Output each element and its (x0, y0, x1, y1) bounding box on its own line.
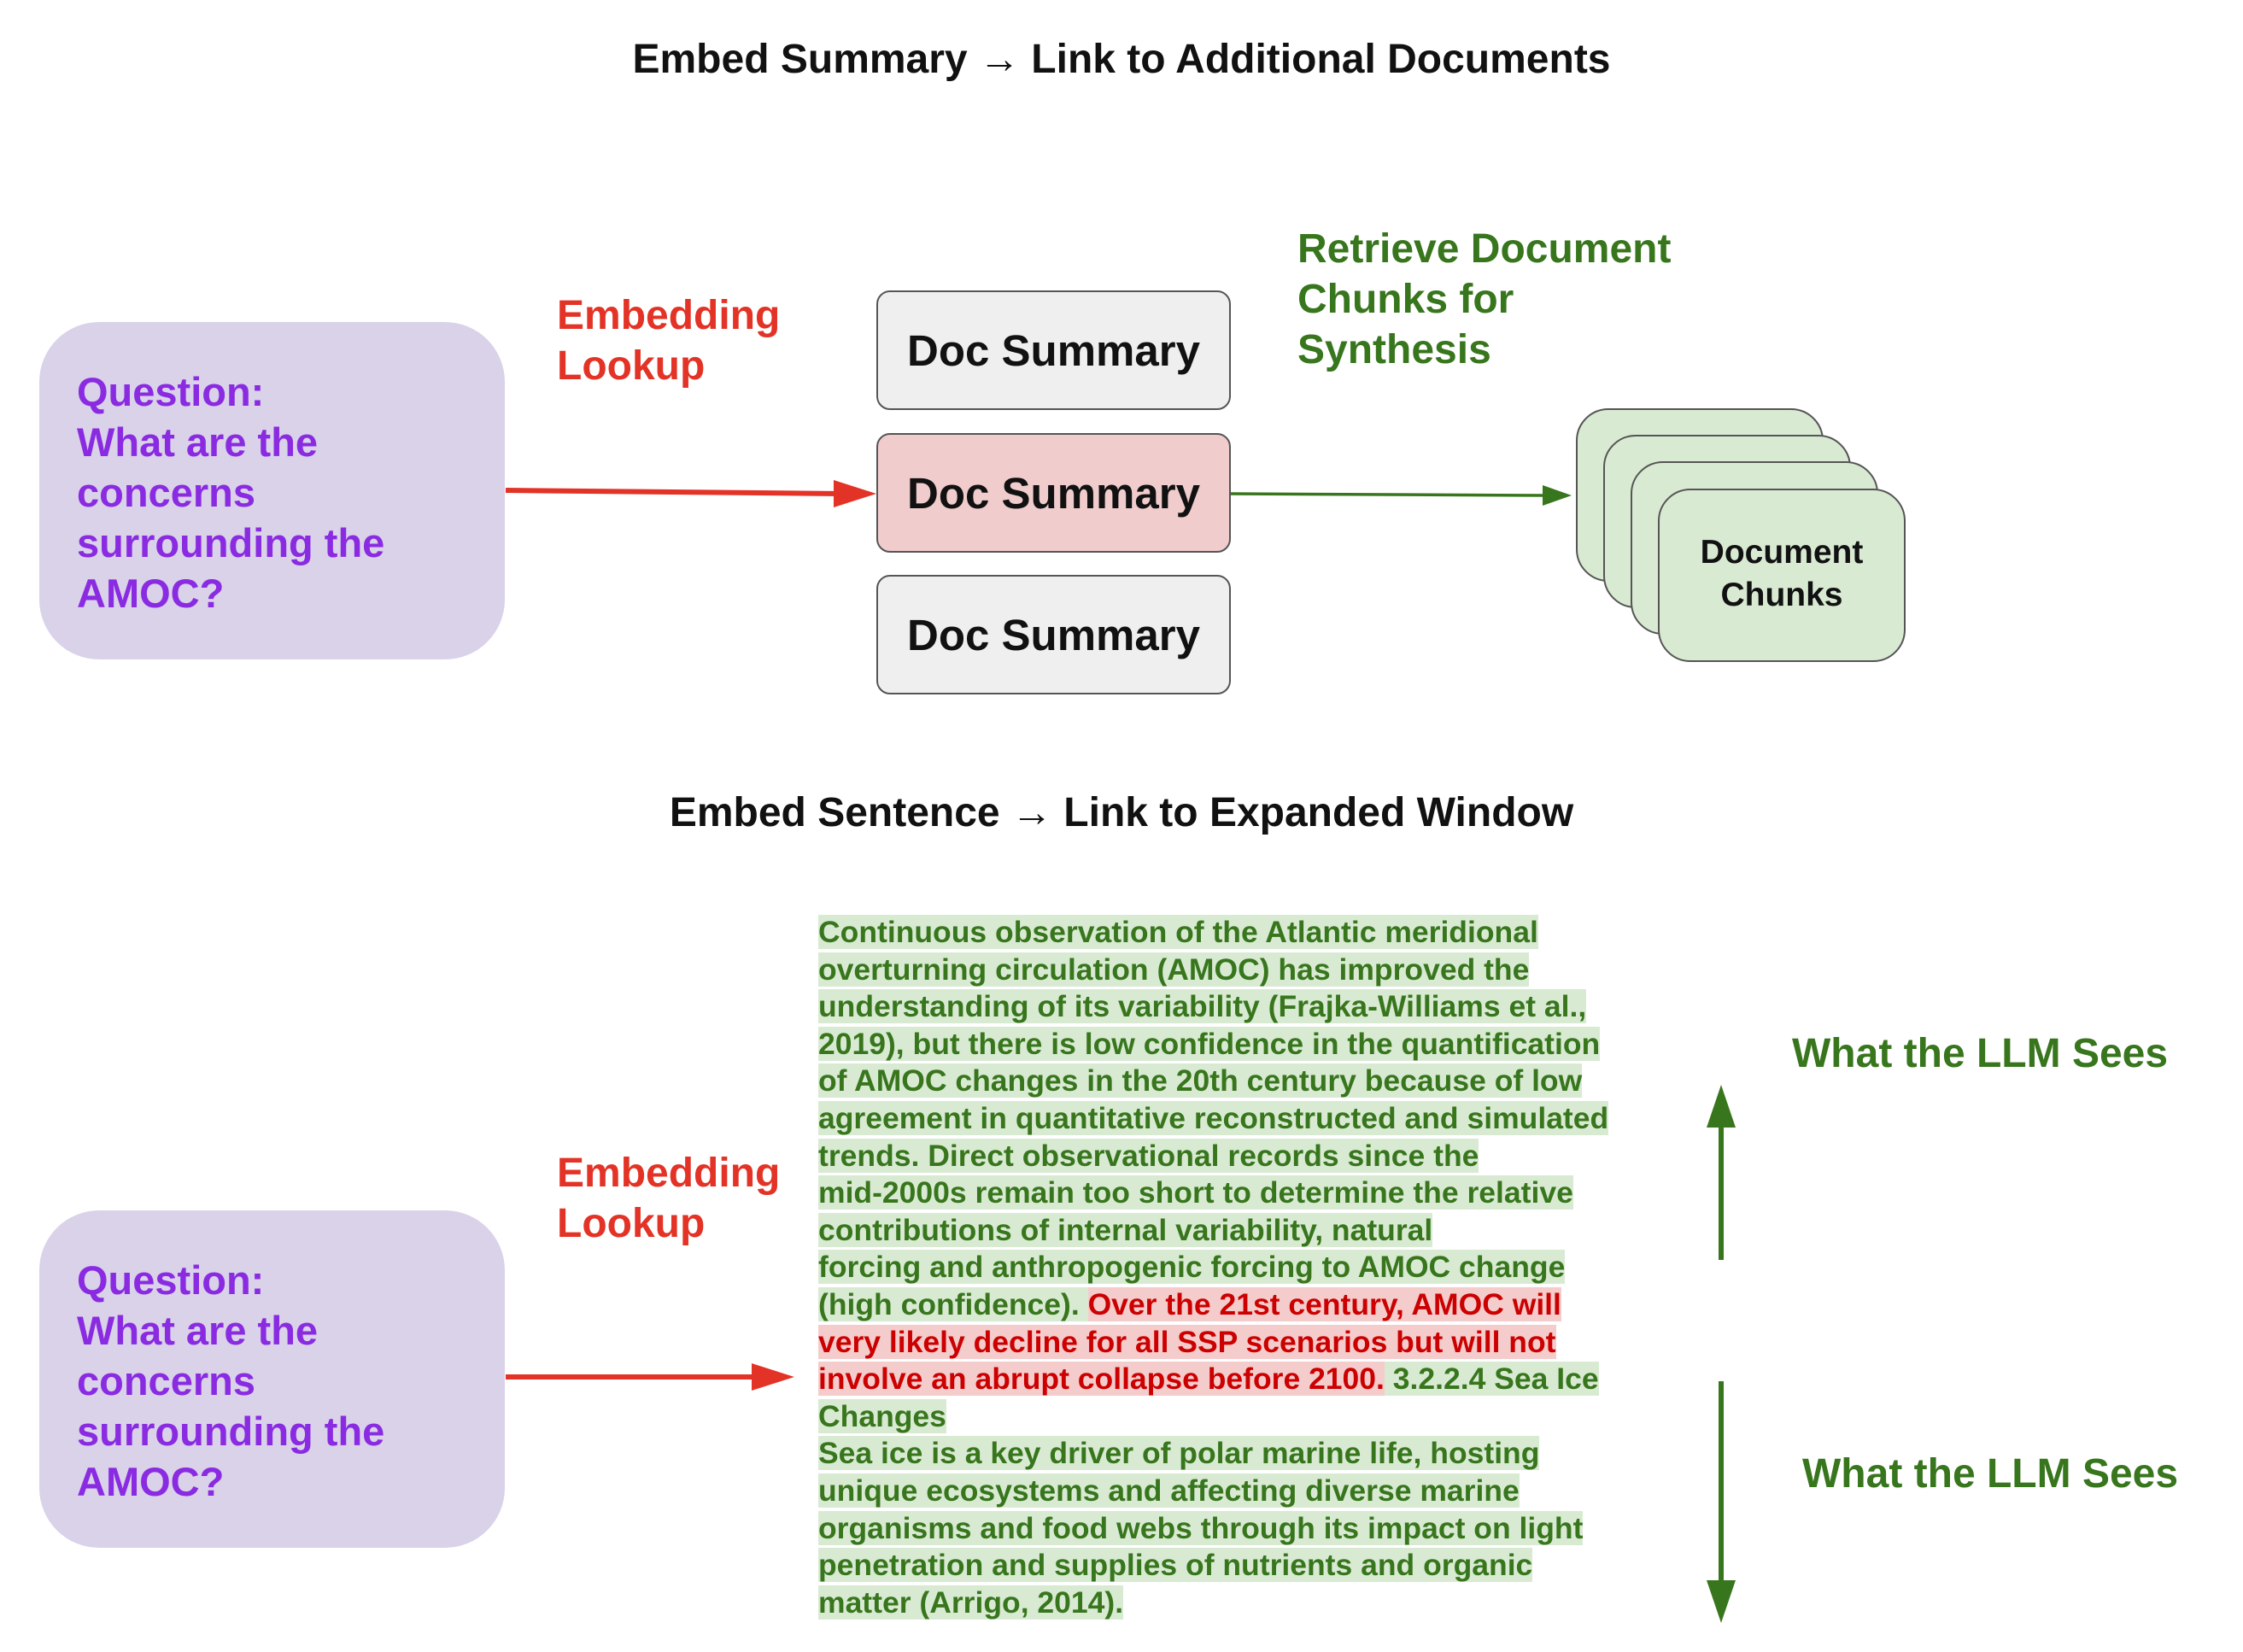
context-line: very likely decline for all SSP scenario… (818, 1324, 1638, 1362)
down-arrow-head (1707, 1580, 1736, 1623)
context-line: involve an abrupt collapse before 2100. … (818, 1361, 1638, 1398)
bottom-lookup-arrowhead (752, 1363, 794, 1391)
context-line: penetration and supplies of nutrients an… (818, 1547, 1638, 1585)
retrieve-line-3: Synthesis (1297, 327, 1491, 372)
context-line: matter (Arrigo, 2014). (818, 1585, 1638, 1622)
context-span: organisms and food webs through its impa… (818, 1510, 1584, 1545)
bottom-question-box: Question: What are the concerns surround… (39, 1210, 505, 1548)
top-question-line-2: What are the (77, 419, 319, 465)
retrieve-arrowhead (1543, 485, 1572, 506)
top-lookup-line-1: Embedding (557, 293, 781, 338)
document-chunks-label: Document Chunks (1658, 531, 1906, 617)
doc-summary-3: Doc Summary (876, 575, 1231, 694)
bottom-section-title: Embed Sentence → Link to Expanded Window (669, 790, 1574, 835)
context-span: (high confidence). (818, 1286, 1088, 1321)
top-question-box: Question: What are the concerns surround… (39, 322, 505, 659)
context-span: unique ecosystems and affecting diverse … (818, 1473, 1520, 1508)
chunks-line-2: Chunks (1720, 577, 1843, 613)
context-line: of AMOC changes in the 20th century beca… (818, 1063, 1638, 1100)
context-line: mid-2000s remain too short to determine … (818, 1175, 1638, 1212)
context-span: agreement in quantitative reconstructed … (818, 1100, 1609, 1135)
top-lookup-arrow (505, 488, 842, 496)
context-span: Sea ice is a key driver of polar marine … (818, 1436, 1540, 1471)
context-span: Changes (818, 1398, 946, 1433)
retrieve-arrow (1229, 492, 1545, 497)
context-span: contributions of internal variability, n… (818, 1212, 1433, 1247)
bottom-question-line-3: concerns (77, 1358, 255, 1403)
context-line: 2019), but there is low confidence in th… (818, 1026, 1638, 1063)
context-line: agreement in quantitative reconstructed … (818, 1100, 1638, 1138)
matched-sentence-span: very likely decline for all SSP scenario… (818, 1324, 1556, 1359)
bottom-lookup-line-1: Embedding (557, 1151, 781, 1196)
chunks-line-1: Document (1700, 534, 1864, 571)
top-lookup-arrowhead (834, 480, 876, 507)
context-line: understanding of its variability (Frajka… (818, 988, 1638, 1026)
bottom-lookup-line-2: Lookup (557, 1201, 706, 1246)
llm-sees-label-bottom: What the LLM Sees (1802, 1451, 2179, 1497)
context-line: contributions of internal variability, n… (818, 1212, 1638, 1250)
bottom-question-line-1: Question: (77, 1257, 265, 1303)
context-span: understanding of its variability (Frajka… (818, 989, 1587, 1024)
context-span: mid-2000s remain too short to determine … (818, 1175, 1573, 1210)
up-arrow-head (1707, 1085, 1736, 1128)
context-span: overturning circulation (AMOC) has impro… (818, 952, 1530, 987)
top-question-line-3: concerns (77, 470, 255, 515)
context-line: overturning circulation (AMOC) has impro… (818, 952, 1638, 989)
retrieve-line-1: Retrieve Document (1297, 226, 1672, 272)
doc-summary-1: Doc Summary (876, 290, 1231, 410)
top-question-line-5: AMOC? (77, 571, 225, 616)
retrieve-line-2: Chunks for (1297, 277, 1514, 322)
context-line: unique ecosystems and affecting diverse … (818, 1473, 1638, 1510)
top-lookup-line-2: Lookup (557, 343, 706, 389)
context-span: Continuous observation of the Atlantic m… (818, 915, 1538, 949)
llm-sees-label-top: What the LLM Sees (1792, 1031, 2169, 1076)
context-span: of AMOC changes in the 20th century beca… (818, 1063, 1583, 1098)
context-span: penetration and supplies of nutrients an… (818, 1548, 1533, 1583)
context-span: forcing and anthropogenic forcing to AMO… (818, 1250, 1566, 1285)
top-question-line-4: surrounding the (77, 520, 385, 565)
context-line: trends. Direct observational records sin… (818, 1138, 1638, 1175)
top-section-title: Embed Summary → Link to Additional Docum… (632, 37, 1611, 82)
context-line: forcing and anthropogenic forcing to AMO… (818, 1249, 1638, 1286)
context-line: Continuous observation of the Atlantic m… (818, 914, 1638, 952)
context-span: 3.2.2.4 Sea Ice (1384, 1362, 1599, 1397)
context-span: trends. Direct observational records sin… (818, 1138, 1479, 1173)
bottom-question-line-4: surrounding the (77, 1409, 385, 1454)
context-line: (high confidence). Over the 21st century… (818, 1286, 1638, 1324)
retrieve-chunks-label: Retrieve Document Chunks for Synthesis (1297, 224, 1671, 375)
bottom-embedding-lookup-label: Embedding Lookup (557, 1148, 780, 1249)
top-question-line-1: Question: (77, 369, 265, 414)
context-line: Changes (818, 1398, 1638, 1436)
top-embedding-lookup-label: Embedding Lookup (557, 290, 780, 391)
context-span: 2019), but there is low confidence in th… (818, 1026, 1601, 1061)
context-line: Sea ice is a key driver of polar marine … (818, 1435, 1638, 1473)
context-span: matter (Arrigo, 2014). (818, 1585, 1124, 1620)
matched-sentence-span: Over the 21st century, AMOC will (1087, 1286, 1561, 1321)
chunk-card-4 (1658, 489, 1906, 662)
doc-summary-matched: Doc Summary (876, 433, 1231, 553)
matched-sentence-span: involve an abrupt collapse before 2100. (818, 1362, 1385, 1397)
expanded-context-window: Continuous observation of the Atlantic m… (818, 914, 1638, 1621)
bottom-question-line-5: AMOC? (77, 1459, 225, 1504)
bottom-question-line-2: What are the (77, 1308, 319, 1353)
context-line: organisms and food webs through its impa… (818, 1510, 1638, 1548)
